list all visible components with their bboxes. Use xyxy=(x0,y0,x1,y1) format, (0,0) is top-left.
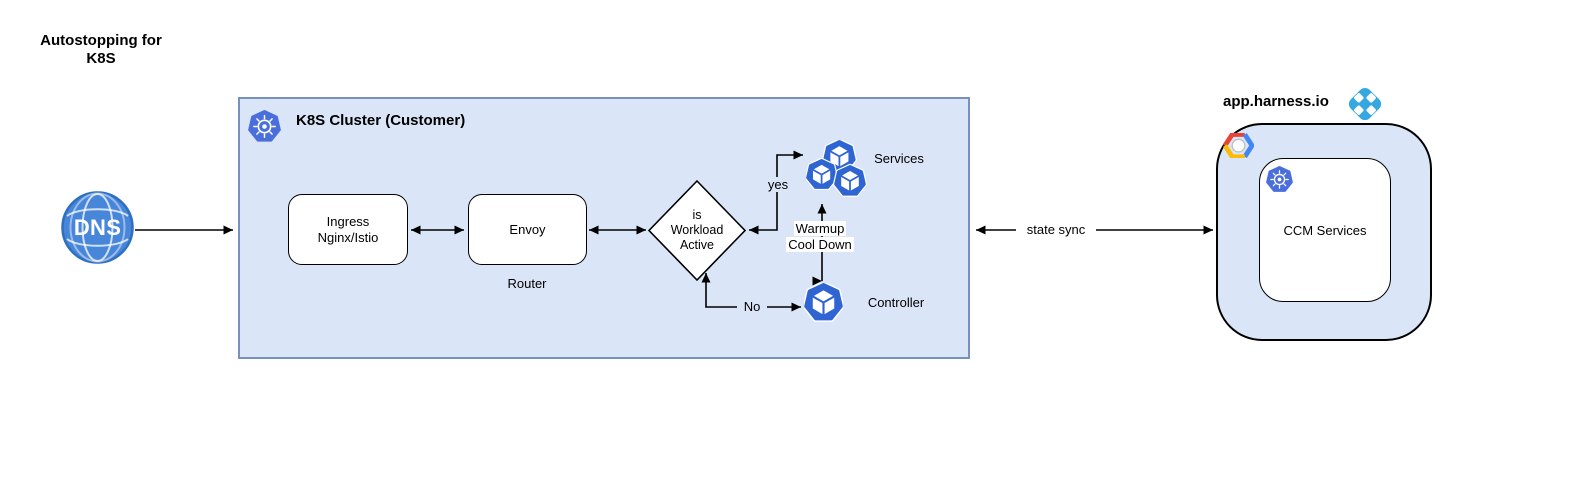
decision-line1: is xyxy=(692,208,702,222)
envoy-node: Envoy xyxy=(468,194,587,265)
warmup-line2: Cool Down xyxy=(786,237,854,252)
page-title: Autostopping for K8S xyxy=(18,32,184,68)
google-cloud-icon xyxy=(1223,133,1254,159)
services-workloads-icon xyxy=(806,140,870,204)
edge-yes-to-services xyxy=(749,150,803,235)
decision-line3: Active xyxy=(679,238,715,252)
ingress-label-line2: Nginx/Istio xyxy=(317,229,379,245)
page-title-line1: Autostopping for xyxy=(40,32,162,49)
services-label: Services xyxy=(874,151,924,166)
decision-label: is Workload Active xyxy=(652,208,742,253)
kubernetes-icon xyxy=(248,110,281,143)
ingress-label-line1: Ingress xyxy=(326,213,370,229)
globe-icon xyxy=(61,191,134,264)
warmup-line1: Warmup xyxy=(793,221,847,236)
dns-label: DNS xyxy=(73,214,122,240)
decision-diamond xyxy=(647,179,747,282)
controller-label: Controller xyxy=(867,295,925,310)
edge-no-to-controller xyxy=(701,273,801,312)
cluster-title: K8S Cluster (Customer) xyxy=(296,112,466,129)
yes-edge-label: yes xyxy=(763,177,793,192)
warmup-cooldown-label: Warmup Cool Down xyxy=(768,221,872,253)
no-edge-label: No xyxy=(737,299,767,314)
controller-workload-icon xyxy=(804,283,843,322)
ingress-node: Ingress Nginx/Istio xyxy=(288,194,408,265)
harness-logo-icon xyxy=(1346,85,1384,123)
page-title-line2: K8S xyxy=(86,50,116,67)
ccm-kubernetes-icon xyxy=(1266,166,1293,193)
envoy-label: Envoy xyxy=(509,221,546,237)
dns-node: DNS xyxy=(61,191,134,264)
ccm-services-label: CCM Services xyxy=(1283,222,1367,238)
harness-domain-label: app.harness.io xyxy=(1223,93,1329,110)
decision-line2: Workload xyxy=(670,223,724,237)
state-sync-label: state sync xyxy=(1016,222,1096,237)
router-label: Router xyxy=(507,276,547,291)
